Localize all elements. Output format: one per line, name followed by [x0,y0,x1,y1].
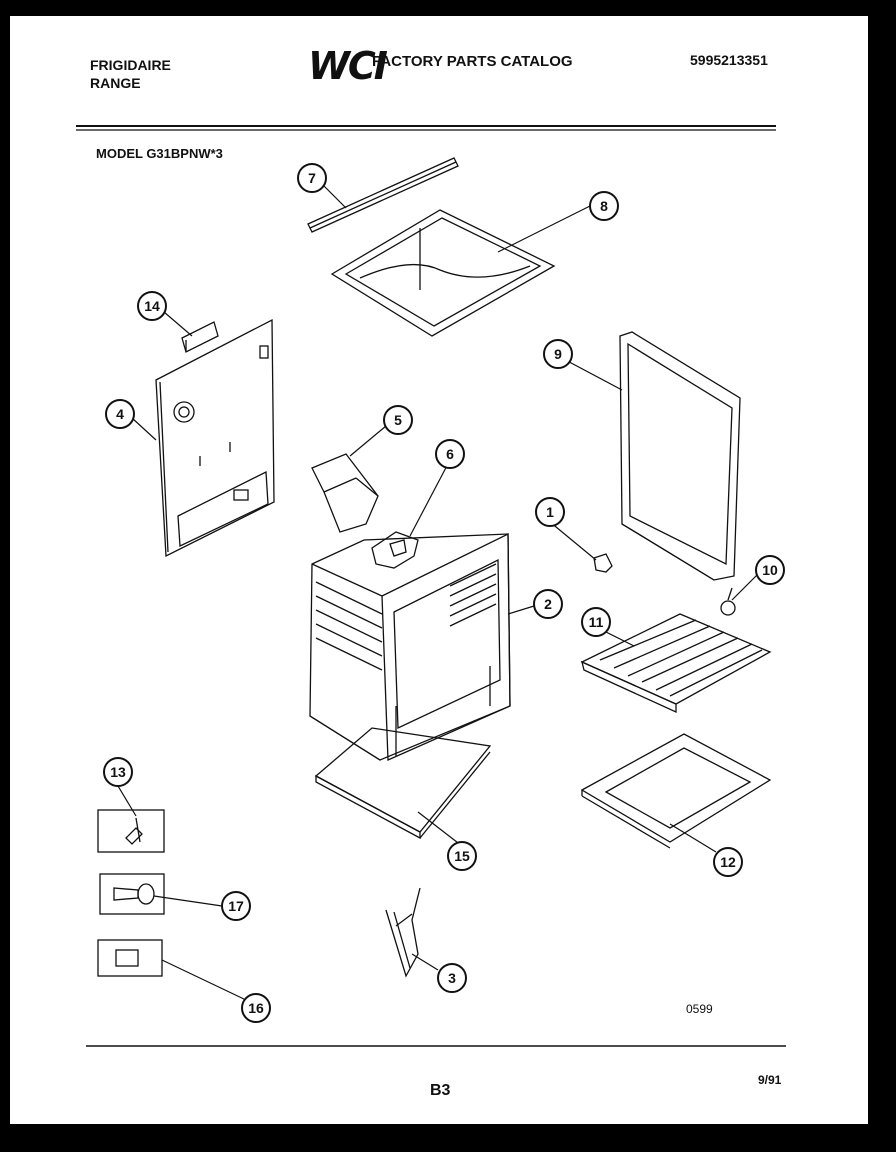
callout-6: 6 [435,439,465,469]
svg-text:8: 8 [600,198,608,214]
callout-4: 4 [105,399,135,429]
part-6-gasket [371,531,419,569]
callout-16: 16 [241,993,271,1023]
revision-date: 9/91 [758,1073,782,1087]
callout-2: 2 [533,589,563,619]
illustration-code: 0599 [686,1002,713,1016]
part-10-roller [720,587,736,616]
callout-8: 8 [589,191,619,221]
part-13-bracket [97,809,165,853]
svg-text:16: 16 [248,1000,264,1016]
callout-12: 12 [713,847,743,877]
svg-text:4: 4 [116,406,124,422]
svg-text:9: 9 [554,346,562,362]
parts-catalog-sheet: FRIGIDAIRE RANGE WCI FACTORY PARTS CATAL… [10,16,868,1124]
wci-logo: WCI [308,44,388,88]
part-3-hinge-spring [385,887,421,978]
part-14-clip [181,321,219,353]
callout-10: 10 [755,555,785,585]
svg-text:13: 13 [110,764,126,780]
part-5-vent-duct [311,453,379,533]
callout-17: 17 [221,891,251,921]
callout-14: 14 [137,291,167,321]
part-11-oven-rack [580,613,772,714]
leader-lines [117,183,759,1001]
part-2-oven-body [309,532,511,761]
part-16-clip [97,939,163,977]
svg-text:2: 2 [544,596,552,612]
svg-text:12: 12 [720,854,736,870]
callout-15: 15 [447,841,477,871]
svg-text:11: 11 [589,614,604,630]
svg-text:7: 7 [308,170,316,186]
callout-1: 1 [535,497,565,527]
callout-13: 13 [103,757,133,787]
svg-text:17: 17 [228,898,244,914]
callouts: 7 8 14 9 4 [103,163,785,1023]
part-7-trim-strip [307,157,459,233]
callout-3: 3 [437,963,467,993]
brand-block: FRIGIDAIRE RANGE [90,56,171,92]
part-15-bottom-pan [314,727,492,840]
page-number: B3 [430,1082,451,1099]
part-8-cooktop [330,209,556,337]
svg-text:10: 10 [762,562,778,578]
svg-text:15: 15 [454,848,470,864]
part-1-knob [593,553,613,573]
callout-11: 11 [581,607,611,637]
part-17-screw [99,873,165,915]
svg-text:1: 1 [546,504,554,520]
svg-text:3: 3 [448,970,456,986]
svg-text:6: 6 [446,446,454,462]
brand-name: FRIGIDAIRE [90,57,171,73]
exploded-parts-diagram: 7 8 14 9 4 [76,125,786,1047]
callout-7: 7 [297,163,327,193]
callout-5: 5 [383,405,413,435]
part-4-back-panel [155,318,275,558]
svg-text:14: 14 [144,298,160,314]
catalog-number: 5995213351 [690,52,768,68]
product-type: RANGE [90,75,141,91]
svg-text:5: 5 [394,412,402,428]
model-number: MODEL G31BPNW*3 [96,146,223,161]
part-12-broiler-pan [580,733,772,849]
part-9-door-frame [619,331,741,581]
callout-9: 9 [543,339,573,369]
catalog-title: FACTORY PARTS CATALOG [372,53,573,70]
